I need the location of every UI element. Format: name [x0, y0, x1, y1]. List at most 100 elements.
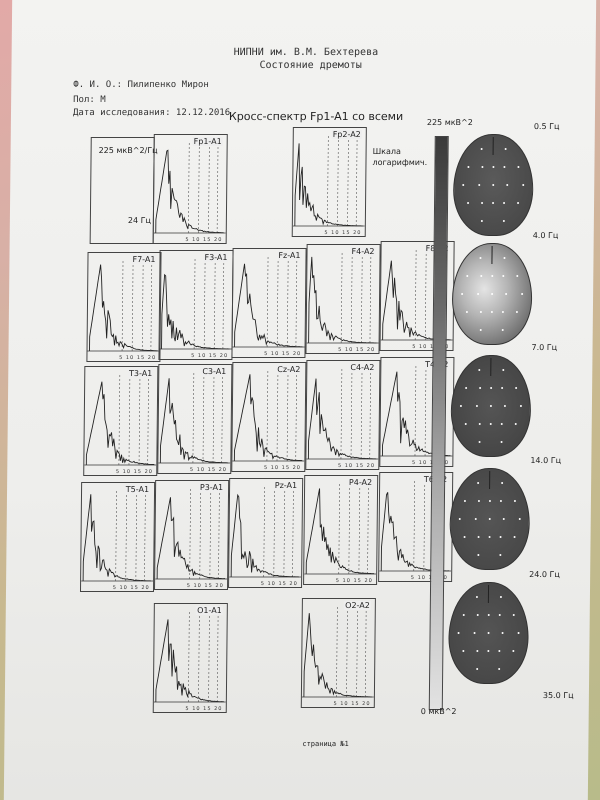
guide-line [369, 253, 372, 345]
electrode-dot [465, 311, 468, 313]
tick-labels: 5 10 15 20 [337, 463, 376, 469]
electrode-dot [460, 405, 463, 407]
electrode-dot [475, 405, 478, 407]
electrode-dot [499, 596, 502, 598]
electrode-dot [515, 311, 518, 313]
electrode-dot [476, 668, 479, 670]
electrode-dot [478, 423, 481, 425]
tick-labels: 5 10 15 20 [189, 467, 228, 473]
guide-line [350, 369, 353, 461]
electrode-dot [503, 405, 506, 407]
guide-line [138, 375, 141, 467]
electrode-dot [474, 518, 477, 520]
guide-line [141, 261, 144, 353]
guide-line [340, 253, 343, 345]
electrode-dot [480, 220, 483, 222]
guide-line [203, 259, 206, 351]
tick-labels: 5 10 15 20 [115, 469, 153, 475]
electrode-dot [506, 184, 509, 186]
electrode-dot [502, 518, 505, 520]
map-frequency-label: 35.0 Гц [542, 691, 574, 700]
spectrum-curve [308, 256, 377, 344]
spectrum-curve [305, 488, 375, 575]
guide-line [424, 250, 427, 342]
panel-label-fp1: Fp1-A1 [192, 137, 223, 146]
electrode-dot [514, 423, 517, 425]
map-scale-bottom: 0 мкВ^2 [420, 707, 457, 716]
electrode-dot [502, 202, 505, 204]
spectrum-plot-o2 [301, 607, 374, 699]
electrode-dot [466, 275, 469, 277]
head-map-0 [452, 134, 534, 236]
electrode-dot [499, 554, 502, 556]
spectrum-curve [82, 494, 152, 582]
guide-line [131, 261, 134, 353]
guide-line [187, 143, 190, 235]
guide-line [222, 259, 225, 351]
guide-line [276, 257, 279, 349]
guide-line [208, 143, 210, 235]
guide-line [338, 484, 340, 576]
electrode-dot [477, 554, 480, 556]
guide-line [286, 257, 289, 349]
tick-labels: 5 10 15 20 [186, 583, 224, 589]
tick-labels: 5 10 15 20 [333, 701, 371, 707]
midline [490, 358, 492, 376]
head-map-3 [449, 468, 531, 570]
spectrum-plot-p4 [304, 484, 377, 576]
panel-label-f3: F3-A1 [203, 253, 229, 262]
spectrum-curve [233, 374, 303, 462]
electrode-dot [462, 650, 465, 652]
spectrum-plot-t5 [81, 491, 154, 583]
electrode-dot [459, 518, 462, 520]
head-map-2 [450, 355, 532, 457]
panel-label-f7: F7-A1 [131, 255, 157, 264]
spectrum-curve [230, 493, 300, 578]
guide-line [150, 261, 153, 353]
spectrum-curve [161, 273, 230, 350]
guide-line [358, 484, 361, 576]
electrode-dot [490, 311, 493, 313]
patient-name: Ф. И. О.: Пилипенко Мирон [73, 80, 209, 90]
panel-label-c3: C3-A1 [201, 367, 228, 376]
electrode-dot [499, 500, 502, 502]
institute-name: НИПНИ им. В.М. Бехтерева [233, 47, 379, 58]
electrode-dot [480, 148, 483, 150]
electrode-dot [479, 311, 483, 313]
guide-line [369, 369, 371, 461]
electrode-dot [500, 423, 503, 425]
guide-line [125, 491, 127, 583]
guide-line [355, 136, 358, 228]
electrode-dot [521, 184, 524, 186]
midline [487, 585, 490, 603]
guide-line [189, 489, 191, 581]
state-label: Состояние дремоты [259, 60, 362, 71]
spectrum-curve [294, 143, 363, 227]
map-frequency-label: 0.5 Гц [533, 122, 560, 131]
electrode-dot [501, 369, 505, 371]
spectrum-plot-fz [232, 257, 305, 349]
electrode-dot [518, 518, 521, 520]
guide-line [135, 491, 138, 583]
electrode-dot [499, 536, 502, 538]
electrode-dot [519, 405, 522, 407]
guide-line [115, 491, 117, 583]
electrode-dot [516, 275, 519, 277]
electrode-dot [512, 614, 515, 616]
spectrum-plot-o1 [153, 612, 226, 704]
electrode-dot [513, 536, 516, 538]
spectrum-plot-f4 [306, 253, 379, 345]
spectrum-plot-c4 [306, 369, 379, 461]
guide-line [202, 373, 205, 465]
guide-line [128, 375, 131, 467]
electrode-dot [498, 614, 501, 616]
map-frequency-label: 4.0 Гц [532, 231, 559, 240]
panel-label-o2: O2-A2 [344, 601, 371, 610]
electrode-dot [520, 293, 523, 295]
electrode-dot [498, 650, 501, 652]
electrode-dot [491, 293, 494, 295]
